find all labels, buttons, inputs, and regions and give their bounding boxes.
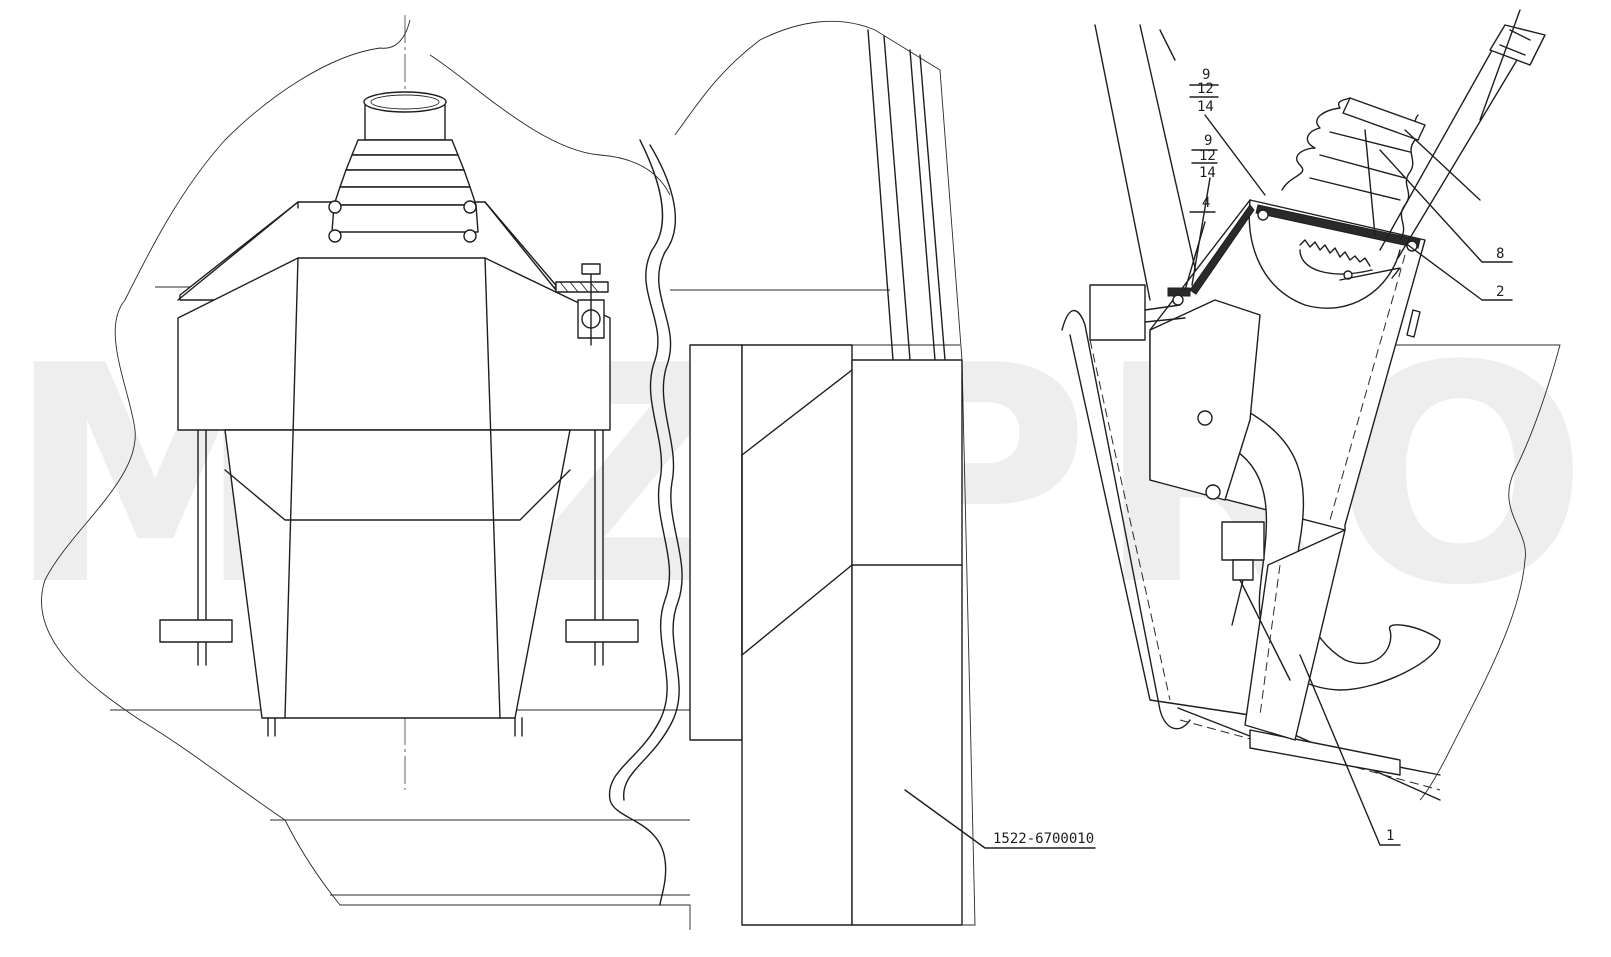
cover-clamp (555, 263, 609, 346)
right-view-section (1061, 9, 1561, 846)
callout-part-2: 2 (1496, 284, 1504, 300)
callout-top-9: 9 (1202, 67, 1210, 83)
callout-mid-14: 14 (1199, 165, 1216, 181)
housing-lower-body (224, 429, 571, 719)
right-rod (565, 429, 639, 666)
boot-clamp-plate (1255, 204, 1421, 249)
right-breakout-contour (1380, 344, 1561, 801)
leader-part-2 (1407, 244, 1513, 301)
left-breakout-top-right (429, 54, 671, 196)
left-rod (159, 429, 233, 666)
break-line-wave (608, 139, 671, 906)
leader-part-4 (1184, 211, 1216, 291)
leader-cab-assembly (904, 789, 1096, 849)
sensor-switch (1221, 521, 1291, 681)
pillar-panel-left (689, 344, 743, 741)
leader-mid-stack (1191, 177, 1211, 286)
leader-part-1 (1299, 654, 1401, 846)
callout-top-14: 14 (1197, 99, 1214, 115)
housing-crease (224, 469, 571, 521)
lever-boot-bellows (1281, 97, 1426, 241)
bolt-heads (328, 200, 477, 243)
leader-top-stack (1204, 114, 1266, 196)
gear-segment (1299, 239, 1371, 267)
callout-cab-assembly: 1522-6700010 (993, 831, 1094, 847)
leader-part-8 (1379, 149, 1513, 263)
door-mount (1089, 284, 1146, 341)
plate-hatched (1189, 204, 1255, 295)
bracket-bolt-upper (1197, 410, 1213, 426)
callout-part-8: 8 (1496, 246, 1504, 262)
left-view-front (41, 15, 691, 930)
callout-labels: 9 12 14 9 12 14 4 8 2 1 1522-6700010 (993, 67, 1504, 847)
side-bracket (1149, 299, 1261, 501)
door-frame-outer (1094, 24, 1201, 301)
callout-top-12: 12 (1197, 81, 1214, 97)
callout-part-1: 1 (1386, 828, 1394, 844)
callout-mid-12: 12 (1199, 148, 1216, 164)
middle-view-pillar (670, 20, 1096, 926)
lever-shaft (1364, 9, 1546, 259)
bracket-bolt-lower (1205, 484, 1221, 500)
floor-plate (1249, 729, 1401, 776)
door-frame-edge (1061, 309, 1191, 730)
rubber-boot (331, 91, 479, 233)
callout-part-4: 4 (1202, 195, 1210, 211)
housing-prism (1244, 529, 1346, 741)
cover-bevel (177, 201, 561, 301)
pillar-panel-main (741, 344, 853, 926)
left-breakout-contour (41, 19, 691, 930)
pillar-panel-right (851, 359, 963, 926)
callout-mid-9: 9 (1204, 133, 1212, 149)
pillar-contour (674, 20, 976, 926)
clamp-4 (1167, 287, 1191, 306)
